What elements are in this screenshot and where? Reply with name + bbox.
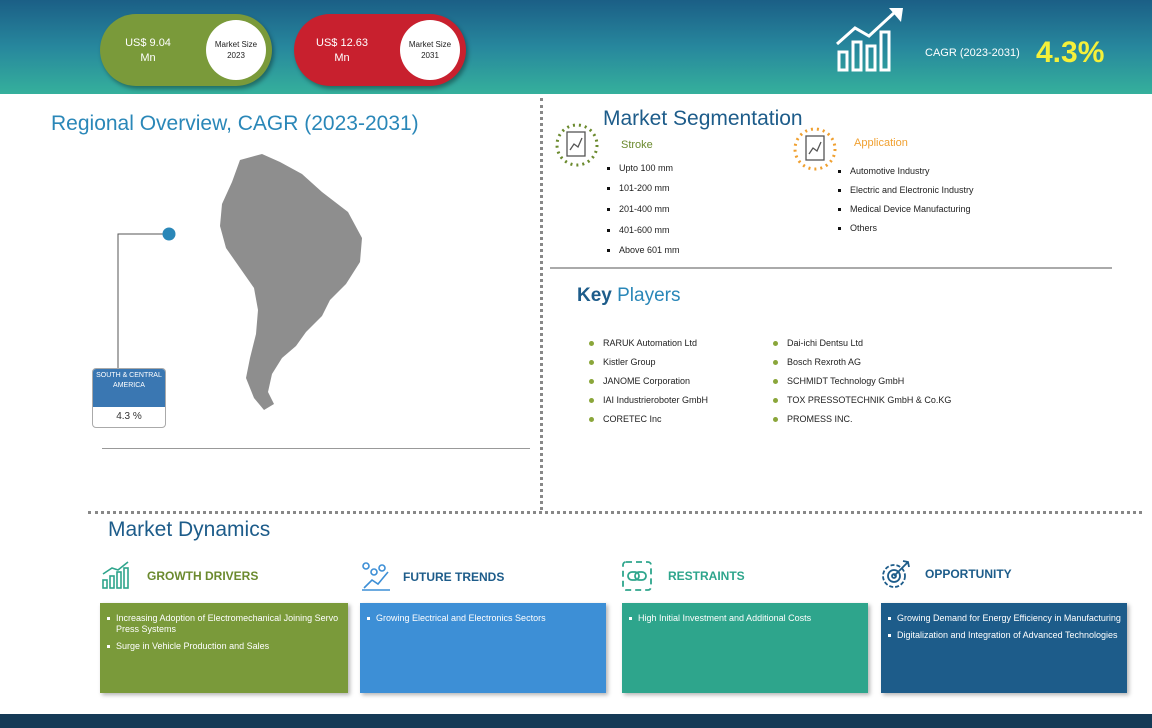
future-trend-item: Growing Electrical and Electronics Secto… bbox=[366, 613, 600, 624]
key-player-item: Kistler Group bbox=[589, 357, 656, 367]
stroke-item: Above 601 mm bbox=[607, 245, 680, 255]
restraint-item: High Initial Investment and Additional C… bbox=[628, 613, 862, 624]
stroke-item: Upto 100 mm bbox=[607, 163, 673, 173]
market-size-2023-pill: US$ 9.04 Mn Market Size 2023 bbox=[100, 14, 272, 86]
restraints-card: High Initial Investment and Additional C… bbox=[622, 603, 868, 693]
header-banner: US$ 9.04 Mn Market Size 2023 US$ 12.63 M… bbox=[0, 0, 1152, 94]
key-players-title: Key Players bbox=[577, 285, 681, 306]
market-size-2031-pill: US$ 12.63 Mn Market Size 2031 bbox=[294, 14, 466, 86]
footer-bar bbox=[0, 714, 1152, 728]
key-player-item: IAI Industrieroboter GmbH bbox=[589, 395, 708, 405]
market-size-label: Market Size bbox=[408, 40, 452, 49]
trend-icon bbox=[362, 562, 390, 591]
application-item: Others bbox=[838, 223, 877, 233]
market-size-2031-value: US$ 12.63 Mn bbox=[316, 37, 368, 64]
segmentation-divider bbox=[550, 267, 1112, 269]
market-size-2023-value: US$ 9.04 Mn bbox=[125, 37, 171, 64]
region-cagr-card: SOUTH & CENTRAL AMERICA 4.3 % bbox=[92, 368, 166, 428]
region-name: SOUTH & CENTRAL AMERICA bbox=[93, 369, 165, 407]
horizontal-dotted-divider bbox=[88, 511, 1142, 514]
cagr-value: 4.3% bbox=[1036, 36, 1105, 69]
application-heading: Application bbox=[854, 137, 908, 149]
future-trends-title: FUTURE TRENDS bbox=[403, 570, 505, 584]
key-player-item: TOX PRESSOTECHNIK GmbH & Co.KG bbox=[773, 395, 951, 405]
market-size-label: Market Size bbox=[214, 40, 258, 49]
divider-line bbox=[102, 448, 530, 449]
key-player-item: JANOME Corporation bbox=[589, 376, 690, 386]
opportunity-item: Digitalization and Integration of Advanc… bbox=[887, 630, 1121, 641]
stroke-item: 401-600 mm bbox=[607, 225, 670, 235]
market-size-year: 2031 bbox=[421, 51, 439, 60]
key-player-item: SCHMIDT Technology GmbH bbox=[773, 376, 904, 386]
key-player-item: CORETEC Inc bbox=[589, 414, 662, 424]
opportunity-item: Growing Demand for Energy Efficiency in … bbox=[887, 613, 1121, 624]
market-size-2023-badge: Market Size 2023 bbox=[206, 20, 266, 80]
application-item: Medical Device Manufacturing bbox=[838, 204, 971, 214]
regional-overview-title: Regional Overview, CAGR (2023-2031) bbox=[51, 112, 419, 135]
market-size-year: 2023 bbox=[227, 51, 245, 60]
growth-driver-item: Surge in Vehicle Production and Sales bbox=[106, 641, 342, 652]
region-cagr: 4.3 % bbox=[116, 411, 142, 422]
south-america-map bbox=[220, 154, 362, 410]
key-player-item: Dai-ichi Dentsu Ltd bbox=[773, 338, 863, 348]
market-segmentation-title: Market Segmentation bbox=[603, 107, 803, 130]
gear-target-icon bbox=[882, 560, 910, 588]
opportunity-title: OPPORTUNITY bbox=[925, 567, 1012, 581]
future-trends-card: Growing Electrical and Electronics Secto… bbox=[360, 603, 606, 693]
map-leader-line bbox=[117, 227, 176, 372]
application-item: Automotive Industry bbox=[838, 166, 930, 176]
stroke-item: 101-200 mm bbox=[607, 183, 670, 193]
key-player-item: PROMESS INC. bbox=[773, 414, 853, 424]
chain-link-icon bbox=[622, 561, 652, 591]
restraints-title: RESTRAINTS bbox=[668, 569, 745, 583]
growth-driver-item: Increasing Adoption of Electromechanical… bbox=[106, 613, 342, 635]
growth-drivers-title: GROWTH DRIVERS bbox=[147, 569, 259, 583]
opportunity-card: Growing Demand for Energy Efficiency in … bbox=[881, 603, 1127, 693]
pie-chart-doc-icon bbox=[793, 127, 837, 171]
key-player-item: RARUK Automation Ltd bbox=[589, 338, 697, 348]
vertical-dotted-divider bbox=[540, 98, 543, 510]
application-item: Electric and Electronic Industry bbox=[838, 185, 974, 195]
market-dynamics-title: Market Dynamics bbox=[108, 518, 271, 541]
stroke-item: 201-400 mm bbox=[607, 204, 670, 214]
stroke-heading: Stroke bbox=[621, 139, 653, 151]
key-player-item: Bosch Rexroth AG bbox=[773, 357, 861, 367]
cagr-label: CAGR (2023-2031) bbox=[925, 47, 1020, 59]
growth-chart-icon bbox=[102, 561, 129, 589]
growth-drivers-card: Increasing Adoption of Electromechanical… bbox=[100, 603, 348, 693]
market-size-2031-badge: Market Size 2031 bbox=[400, 20, 460, 80]
bar-chart-growth-icon bbox=[836, 8, 903, 72]
pie-chart-doc-icon bbox=[555, 123, 599, 167]
